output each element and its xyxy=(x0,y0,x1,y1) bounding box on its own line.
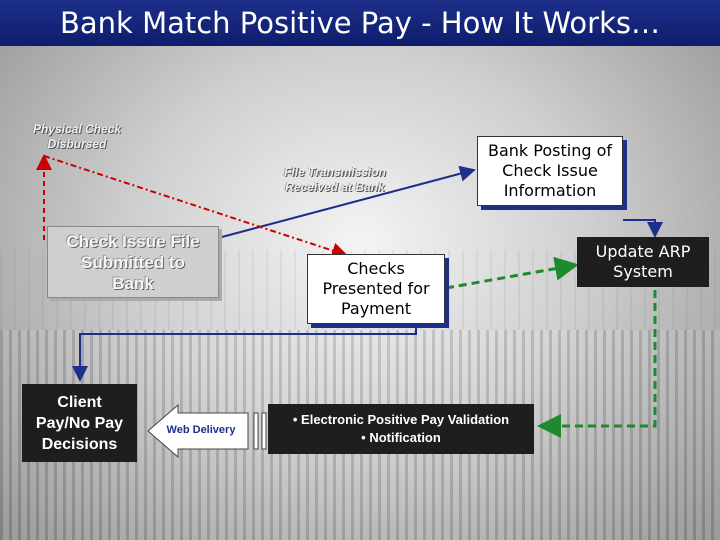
validation-item-1: • Electronic Positive Pay Validation xyxy=(292,412,510,427)
check-issue-file-box: Check Issue File Submitted to Bank xyxy=(47,226,219,298)
bank-posting-line1: Bank Posting of xyxy=(488,141,612,160)
bank-posting-line3: Information xyxy=(503,181,597,200)
arrow-posting-to-arp xyxy=(623,219,663,238)
client-decisions-line1: Client xyxy=(57,393,102,411)
update-arp-box: Update ARP System xyxy=(577,237,709,287)
bank-posting-line2: Check Issue xyxy=(502,161,598,180)
file-transmission-label: File Transmission Received at Bank xyxy=(270,165,400,195)
validation-box: • Electronic Positive Pay Validation • N… xyxy=(268,404,534,454)
arrow-presented-to-arp xyxy=(445,256,579,290)
checks-presented-line3: Payment xyxy=(340,299,412,318)
file-transmission-label-line2: Received at Bank xyxy=(285,180,385,194)
check-issue-file-line2: Submitted to xyxy=(81,252,185,272)
checks-presented-line1: Checks xyxy=(347,259,405,278)
validation-item-2: • Notification xyxy=(361,430,441,445)
update-arp-line1: Update ARP xyxy=(595,242,691,261)
web-delivery-arrow xyxy=(147,403,267,459)
arrow-arp-to-validation xyxy=(537,290,657,438)
arrow-loop-to-client xyxy=(72,324,417,382)
update-arp-line2: System xyxy=(613,262,673,281)
file-transmission-label-line1: File Transmission xyxy=(284,165,386,179)
checks-presented-line2: Presented for xyxy=(322,279,430,298)
arrow-check-to-presented xyxy=(43,155,348,259)
check-issue-file-line1: Check Issue File xyxy=(66,231,200,251)
web-delivery-label: Web Delivery xyxy=(166,424,236,436)
physical-check-label: Physical Check Disbursed xyxy=(22,122,132,152)
bank-posting-box: Bank Posting of Check Issue Information xyxy=(477,136,623,206)
physical-check-label-line1: Physical Check xyxy=(32,122,122,136)
client-decisions-box: Client Pay/No Pay Decisions xyxy=(22,384,137,462)
client-decisions-line3: Decisions xyxy=(41,435,118,453)
slide-title: Bank Match Positive Pay - How It Works… xyxy=(0,0,720,46)
checks-presented-box: Checks Presented for Payment xyxy=(307,254,445,324)
client-decisions-line2: Pay/No Pay xyxy=(35,414,124,432)
check-issue-file-line3: Bank xyxy=(112,273,154,293)
physical-check-label-line2: Disbursed xyxy=(47,137,107,151)
